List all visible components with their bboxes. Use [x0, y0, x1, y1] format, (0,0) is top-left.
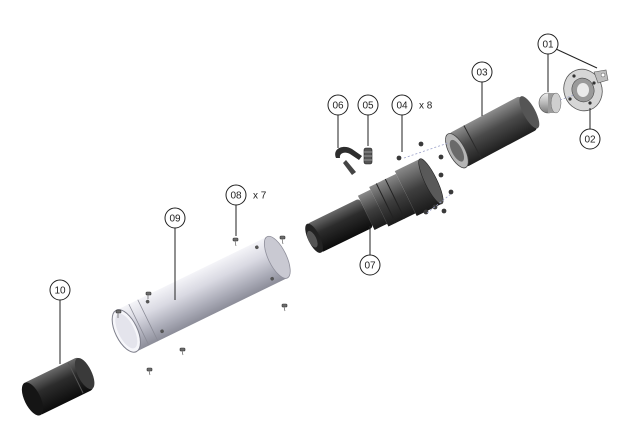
screw — [145, 291, 152, 299]
callout-bubble — [391, 94, 413, 116]
part-09-main-tube — [111, 235, 291, 353]
screw — [448, 189, 454, 195]
leader-line — [555, 48, 598, 69]
callout-number: 02 — [584, 135, 596, 146]
callout-10: 10 — [49, 279, 71, 364]
callout-bubble — [164, 207, 186, 229]
callout-05: 05 — [357, 94, 379, 146]
part-06-clip — [335, 146, 362, 175]
callout-06: 06 — [327, 94, 349, 148]
callout-bubble — [357, 94, 379, 116]
callout-number: 09 — [169, 214, 181, 225]
callout-number: 08 — [230, 191, 242, 202]
callout-bubble — [537, 33, 559, 55]
callout-04: 04 x 8 — [391, 94, 433, 152]
screw — [396, 155, 402, 161]
screw — [115, 309, 122, 318]
callout-number: 10 — [54, 286, 66, 297]
callout-02: 02 — [579, 108, 601, 150]
callout-09: 09 — [164, 207, 186, 300]
callout-08: 08 x 7 — [225, 184, 267, 236]
callout-number: 03 — [476, 68, 488, 79]
screw — [281, 303, 288, 312]
callout-bubble — [579, 128, 601, 150]
screw — [441, 208, 447, 214]
part-07-housing — [305, 158, 444, 253]
callout-01: 01 — [537, 33, 598, 92]
part-03-motor — [445, 96, 540, 169]
part-01-knob — [538, 92, 562, 114]
callout-number: 04 — [396, 101, 408, 112]
screw — [232, 237, 239, 247]
callout-03: 03 — [471, 61, 493, 116]
assembly-axis-lines — [403, 94, 575, 214]
part-02-flange — [563, 68, 609, 112]
callout-07: 07 — [359, 226, 381, 276]
callout-bubble — [471, 61, 493, 83]
screw — [438, 172, 444, 178]
callout-bubble — [327, 94, 349, 116]
callout-bubble — [359, 254, 381, 276]
callout-number: 01 — [542, 40, 554, 51]
screw — [438, 154, 444, 160]
part-05-spring — [363, 147, 373, 165]
part-08-screws — [115, 235, 288, 376]
quantity-label: x 8 — [419, 101, 433, 112]
callout-bubble — [49, 279, 71, 301]
callout-number: 06 — [332, 101, 344, 112]
screw — [279, 235, 286, 245]
callout-bubble — [225, 184, 247, 206]
quantity-label: x 7 — [253, 191, 267, 202]
callout-number: 07 — [364, 261, 376, 272]
part-10-end-cap — [21, 357, 95, 416]
callout-number: 05 — [362, 101, 374, 112]
screw — [179, 347, 186, 356]
screw — [418, 141, 424, 147]
part-04-screws — [396, 141, 454, 215]
screw — [146, 367, 153, 376]
